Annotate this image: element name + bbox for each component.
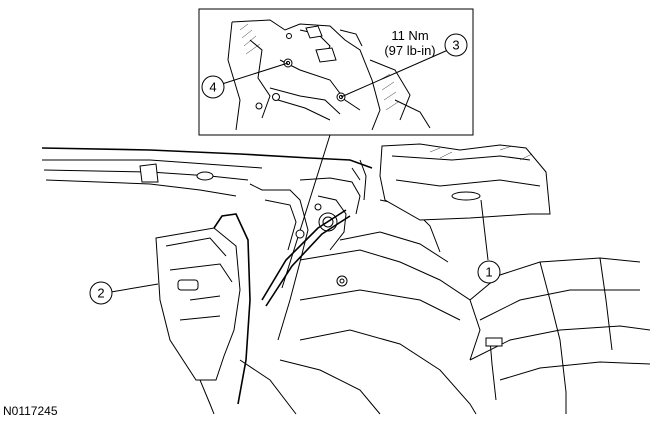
- callout-3: 3: [444, 33, 468, 57]
- c-pillar-trim-panel: [155, 227, 241, 381]
- main-vehicle-drawing: [41, 143, 650, 415]
- callout-4-label: 4: [209, 80, 216, 95]
- callout-2: 2: [89, 281, 113, 305]
- torque-value-metric: 11 Nm: [391, 28, 428, 43]
- figure-id: N0117245: [3, 404, 58, 418]
- callout-3-label: 3: [452, 38, 459, 53]
- callout-2-label: 2: [97, 286, 104, 301]
- detail-inset-frame: [198, 8, 474, 136]
- callout-4: 4: [201, 75, 225, 99]
- torque-value-imperial: (97 lb-in): [384, 43, 435, 58]
- callout-1-label: 1: [485, 265, 492, 280]
- inset-leader-line: [281, 134, 331, 289]
- callout-1: 1: [477, 260, 501, 284]
- quarter-trim-panel: [379, 143, 551, 221]
